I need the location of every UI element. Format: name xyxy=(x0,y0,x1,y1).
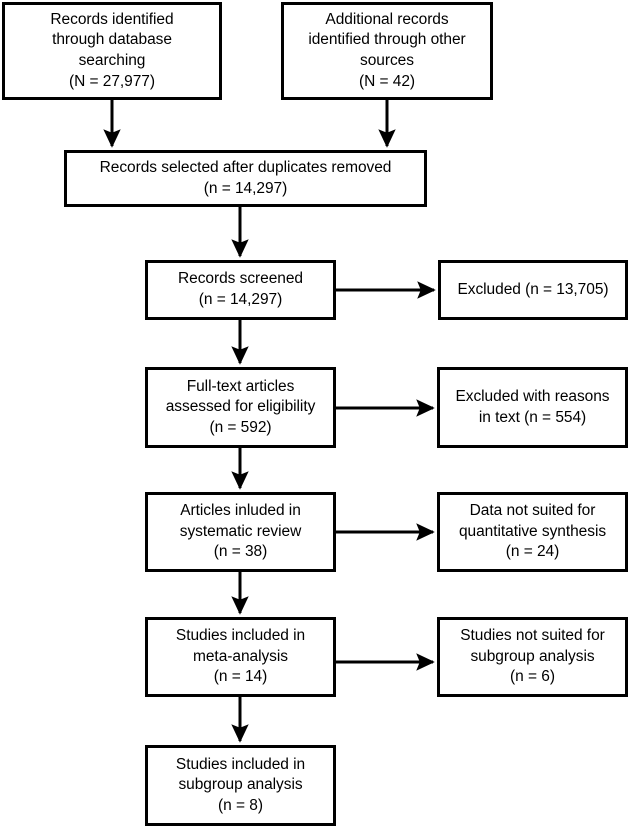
node-count: (n = 14,297) xyxy=(203,179,288,197)
node-count: (n = 38) xyxy=(213,543,268,561)
node-line: searching xyxy=(78,52,146,69)
node-count: (N = 42) xyxy=(358,72,416,90)
node-line: through database xyxy=(52,31,172,49)
node-line: Records selected after duplicates remove… xyxy=(99,158,392,176)
node-excluded-screening: Excluded (n = 13,705) xyxy=(438,260,628,320)
node-line: Records screened xyxy=(178,270,303,288)
node-line: Studies included in xyxy=(175,755,306,773)
node-fulltext-assessed-eligibility: Full-text articles assessed for eligibil… xyxy=(145,367,336,448)
node-line: Excluded (n = 13,705) xyxy=(457,280,609,298)
node-line: Studies not suited for xyxy=(460,627,605,645)
node-studies-included-meta-analysis: Studies included in meta-analysis (n = 1… xyxy=(145,617,336,697)
node-count: (n = 14,297) xyxy=(198,291,283,308)
node-count: (n = 24) xyxy=(505,543,560,561)
node-line: Articles inluded in xyxy=(180,502,301,520)
node-articles-included-systematic-review: Articles inluded in systematic review (n… xyxy=(145,492,336,572)
node-line: Additional records xyxy=(325,10,449,28)
node-line: assessed for eligibility xyxy=(165,398,316,416)
node-excluded-with-reasons: Excluded with reasons in text (n = 554) xyxy=(437,367,628,448)
node-count: (n = 6) xyxy=(510,668,555,686)
node-line: Excluded with reasons xyxy=(455,387,610,405)
node-records-after-duplicates-removed: Records selected after duplicates remove… xyxy=(64,150,427,207)
node-records-screened: Records screened (n = 14,297) xyxy=(145,260,336,320)
node-line: subgroup analysis xyxy=(470,647,595,665)
node-line: Records identified xyxy=(50,10,174,28)
node-line: Studies included in xyxy=(175,627,306,645)
node-records-identified-database: Records identified through database sear… xyxy=(2,2,222,100)
node-line: identified through other xyxy=(308,31,466,49)
node-line: Full-text articles xyxy=(186,377,295,395)
node-line: sources xyxy=(360,52,414,69)
node-line: quantitative synthesis xyxy=(458,522,607,540)
node-line: systematic review xyxy=(179,522,302,540)
node-additional-records-other-sources: Additional records identified through ot… xyxy=(281,2,493,100)
node-count: (n = 592) xyxy=(209,418,272,436)
node-count: (N = 27,977) xyxy=(69,72,155,90)
node-data-not-suited-quantitative: Data not suited for quantitative synthes… xyxy=(437,492,628,572)
node-line: meta-analysis xyxy=(193,647,288,665)
node-studies-not-suited-subgroup: Studies not suited for subgroup analysis… xyxy=(437,617,628,697)
node-line: subgroup analysis xyxy=(178,776,303,794)
node-line: Data not suited for xyxy=(469,502,596,520)
node-count: (n = 8) xyxy=(218,796,263,814)
node-studies-included-subgroup-analysis: Studies included in subgroup analysis (n… xyxy=(145,745,336,826)
node-count: (n = 14) xyxy=(213,668,268,686)
node-line: in text (n = 554) xyxy=(478,408,587,426)
